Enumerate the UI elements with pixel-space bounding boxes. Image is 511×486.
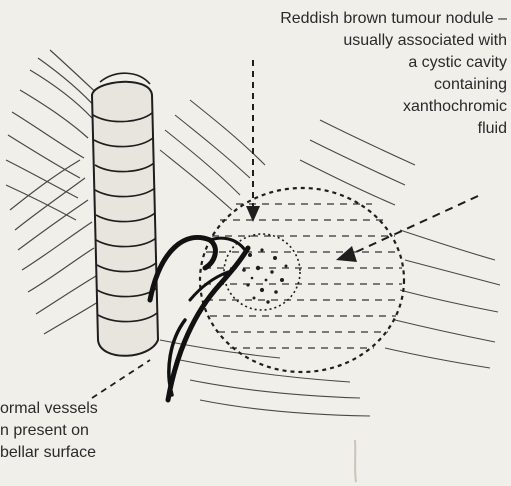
vessels-label-line-2: n present on (0, 420, 98, 442)
cerebellar-folia-left (6, 50, 104, 334)
abnormal-vessels-label: ormal vessels n present on bellar surfac… (0, 398, 98, 464)
tumour-label-line-3: a cystic cavity (280, 52, 507, 74)
vessel-pointer-line (92, 360, 150, 398)
vessels-label-line-1: ormal vessels (0, 398, 98, 420)
tumour-label-line-4: containing (280, 74, 507, 96)
tumour-label-line-1: Reddish brown tumour nodule – (280, 8, 507, 30)
tumour-label-line-2: usually associated with (280, 30, 507, 52)
cystic-cavity (200, 188, 404, 372)
brainstem-column (92, 82, 158, 356)
tumour-label-line-6: fluid (280, 118, 507, 140)
abnormal-vessels (150, 238, 248, 401)
tumour-label-line-5: xanthochromic (280, 96, 507, 118)
cavity-pointer-arrow (336, 196, 478, 262)
scan-artifact (355, 440, 356, 482)
tumour-nodule (224, 234, 300, 310)
tumour-nodule-label: Reddish brown tumour nodule – usually as… (280, 8, 507, 140)
vessels-label-line-3: bellar surface (0, 442, 98, 464)
